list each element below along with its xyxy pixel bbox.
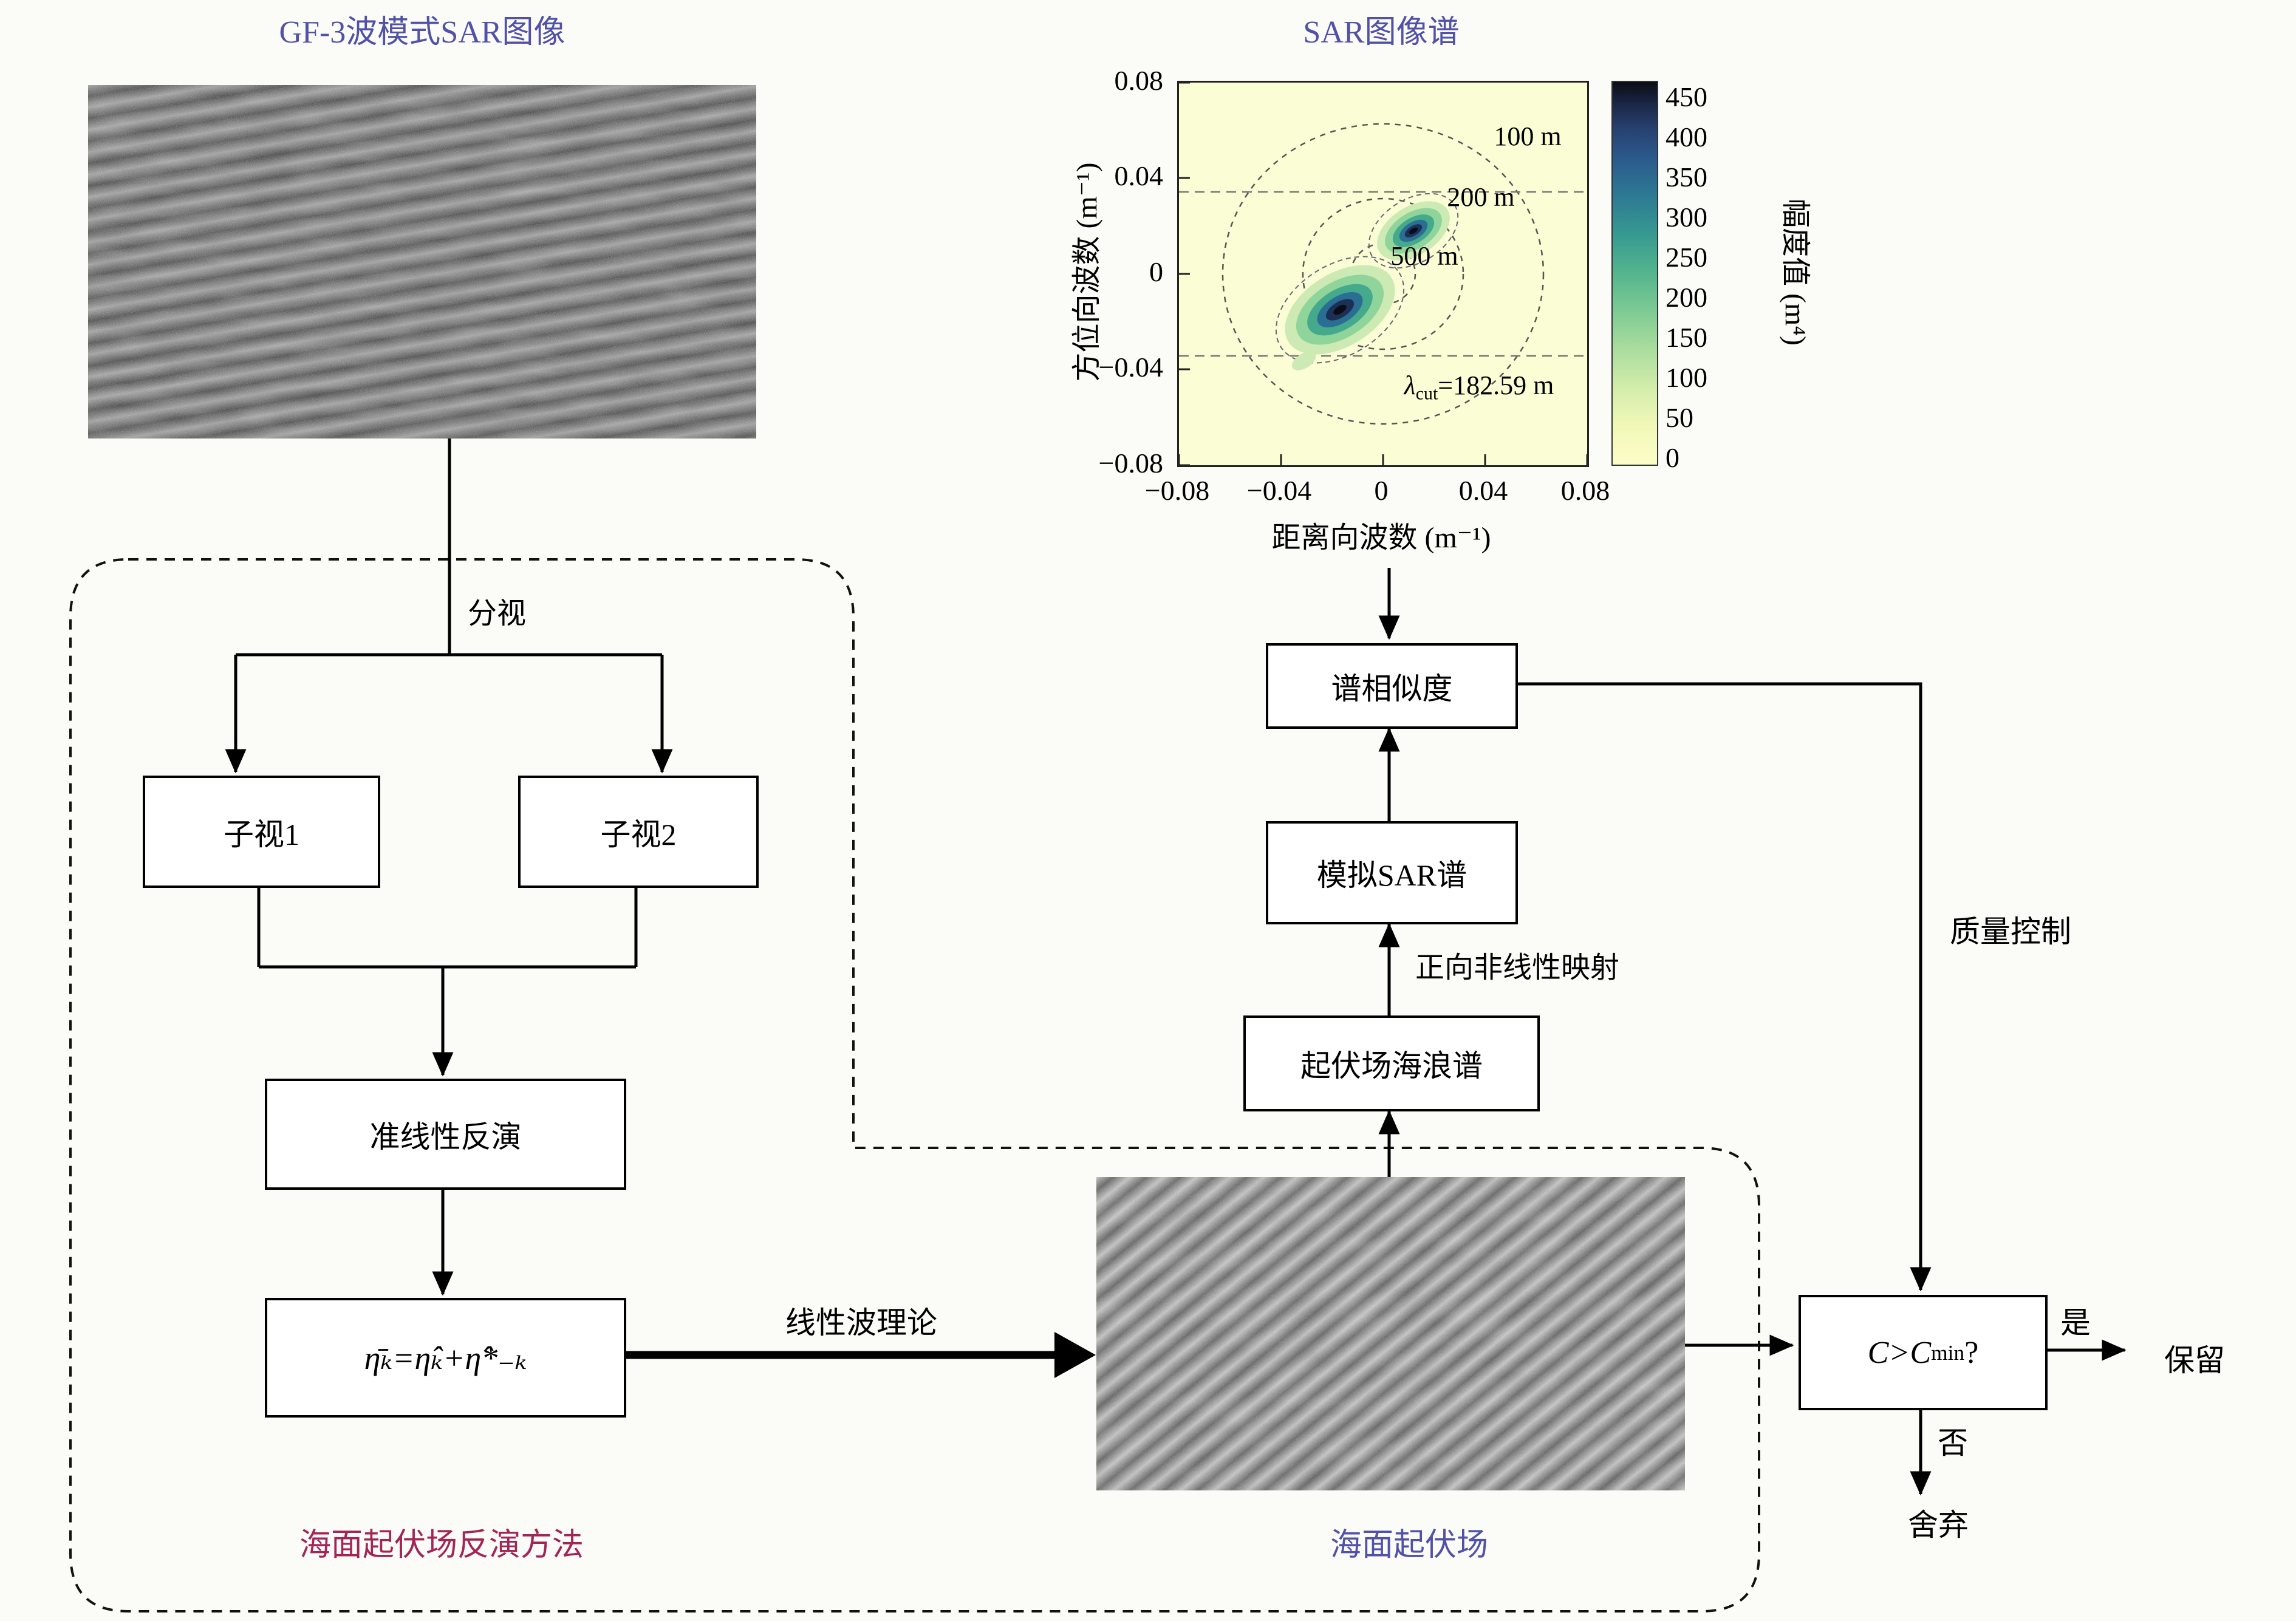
cutoff-value: =182.59 m bbox=[1438, 370, 1554, 400]
colorbar-tick: 50 bbox=[1666, 402, 1693, 433]
box-subview-2: 子视2 bbox=[518, 776, 759, 888]
x-tick-label: 0.04 bbox=[1458, 475, 1508, 506]
box-wave-spectrum: 起伏场海浪谱 bbox=[1243, 1015, 1540, 1111]
yes-label: 是 bbox=[2060, 1306, 2091, 1340]
y-tick-label: 0 bbox=[1149, 256, 1163, 287]
cutoff-sub: cut bbox=[1415, 383, 1438, 404]
colorbar-tick: 200 bbox=[1666, 282, 1707, 313]
cutoff-lines bbox=[1179, 191, 1587, 357]
condition-sub: min bbox=[1931, 1340, 1965, 1365]
colorbar-tick: 350 bbox=[1666, 162, 1707, 193]
x-tick-label: 0.08 bbox=[1560, 475, 1610, 506]
colorbar-tick: 150 bbox=[1666, 322, 1707, 353]
no-label: 否 bbox=[1938, 1426, 1968, 1460]
x-tick-label: −0.04 bbox=[1246, 475, 1312, 506]
ring-label-500m: 500 m bbox=[1390, 241, 1458, 271]
split-label: 分视 bbox=[468, 598, 527, 630]
surface-caption: 海面起伏场 bbox=[1330, 1528, 1488, 1563]
quality-control-label: 质量控制 bbox=[1950, 915, 2071, 949]
x-axis-title: 距离向波数 (m⁻¹) bbox=[1271, 522, 1491, 554]
y-axis-title: 方位向波数 (m⁻¹) bbox=[1071, 162, 1103, 382]
colorbar-tick: 450 bbox=[1666, 81, 1707, 112]
keep-label: 保留 bbox=[2164, 1343, 2225, 1377]
spectrum-plot-canvas bbox=[1179, 83, 1587, 465]
line-split bbox=[236, 439, 662, 657]
method-caption: 海面起伏场反演方法 bbox=[299, 1528, 584, 1563]
y-tick-label: −0.04 bbox=[1098, 352, 1163, 383]
cutoff-label: λcut=182.59 m bbox=[1361, 369, 1597, 411]
condition-question: ? bbox=[1964, 1335, 1979, 1370]
condition-lhs: C>C bbox=[1867, 1335, 1932, 1370]
colorbar-label: 幅度值 (m⁴) bbox=[1779, 198, 1811, 346]
line-join bbox=[257, 883, 638, 969]
spectral-peak-lower bbox=[1275, 256, 1405, 370]
surface-image bbox=[1096, 1177, 1685, 1490]
ring-label-100m: 100 m bbox=[1494, 121, 1562, 151]
axis-ticks bbox=[1179, 83, 1587, 465]
linear-wave-theory-label: 线性波理论 bbox=[785, 1306, 937, 1340]
spectrum-plot bbox=[1177, 81, 1589, 467]
x-tick-label: 0 bbox=[1374, 475, 1389, 506]
colorbar-tick: 250 bbox=[1666, 242, 1707, 273]
x-tick-label: −0.08 bbox=[1144, 475, 1210, 506]
colorbar-tick: 0 bbox=[1666, 442, 1679, 473]
sar-image-title: GF-3波模式SAR图像 bbox=[279, 15, 565, 50]
ring-label-200m: 200 m bbox=[1447, 182, 1515, 212]
sar-image bbox=[88, 85, 756, 439]
box-simulated-sar-spectrum: 模拟SAR谱 bbox=[1266, 821, 1518, 924]
colorbar bbox=[1611, 81, 1658, 466]
box-formula: η̄ₖ=η̂ₖ+η̂*₋ₖ bbox=[265, 1298, 626, 1418]
box-subview-1: 子视1 bbox=[143, 776, 380, 888]
y-tick-label: 0.08 bbox=[1114, 65, 1164, 96]
spectral-peak-upper bbox=[1368, 193, 1459, 269]
discard-label: 舍弃 bbox=[1908, 1508, 1969, 1542]
colorbar-tick: 100 bbox=[1666, 362, 1707, 393]
colorbar-tick: 300 bbox=[1666, 202, 1707, 233]
spectrum-title: SAR图像谱 bbox=[1303, 15, 1460, 50]
y-tick-label: 0.04 bbox=[1114, 160, 1164, 191]
colorbar-tick: 400 bbox=[1666, 121, 1707, 152]
y-tick-label: −0.08 bbox=[1098, 448, 1163, 479]
forward-mapping-label: 正向非线性映射 bbox=[1415, 952, 1620, 984]
box-spectrum-similarity: 谱相似度 bbox=[1266, 643, 1518, 729]
cutoff-lambda: λ bbox=[1404, 370, 1416, 400]
box-quasilinear-inversion: 准线性反演 bbox=[265, 1079, 626, 1190]
